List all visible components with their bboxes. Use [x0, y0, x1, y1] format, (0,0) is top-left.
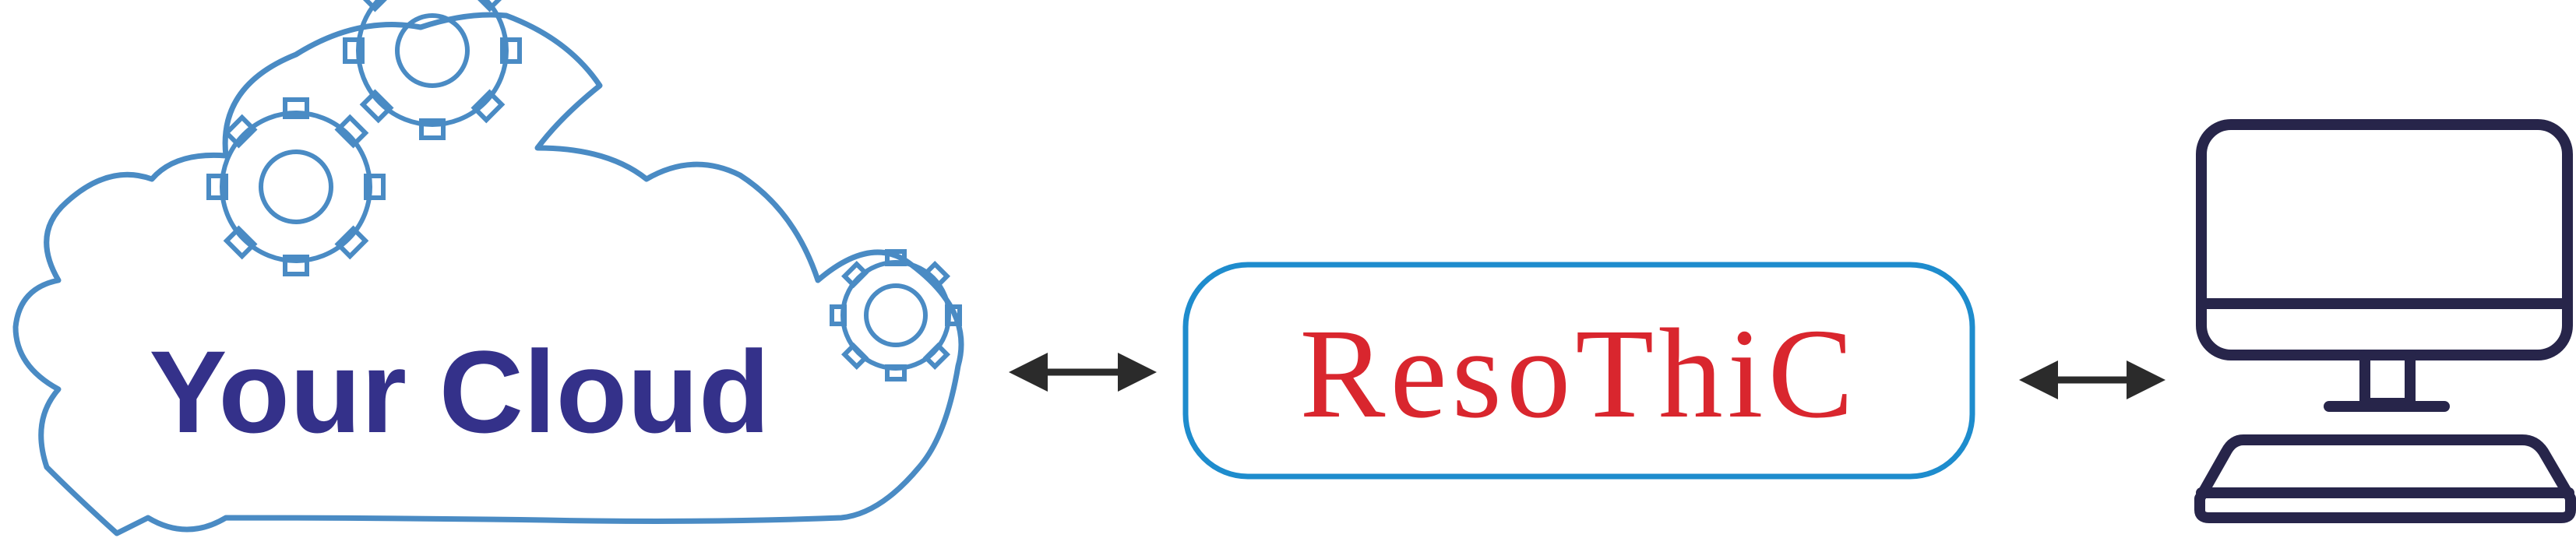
gear-small — [206, 97, 386, 276]
gear-large — [343, 0, 522, 140]
monitor-frame — [2196, 119, 2573, 360]
service-label: ResoThiC — [1299, 302, 1858, 445]
monitor-stand — [2359, 350, 2416, 409]
gear-medium — [830, 249, 962, 382]
service-box-border — [1182, 262, 1975, 480]
service-box: ResoThiC — [1182, 262, 1975, 480]
cloud-outline — [12, 12, 964, 536]
keyboard-icon — [2194, 434, 2576, 523]
cloud-group: Your Cloud — [12, 0, 964, 536]
cloud-label: Your Cloud — [149, 326, 770, 457]
gears-icon — [206, 0, 962, 382]
desktop-computer-icon — [2194, 119, 2576, 523]
bidirectional-arrow-service-computer — [2019, 360, 2165, 399]
bidirectional-arrow-cloud-service — [1009, 353, 1157, 392]
